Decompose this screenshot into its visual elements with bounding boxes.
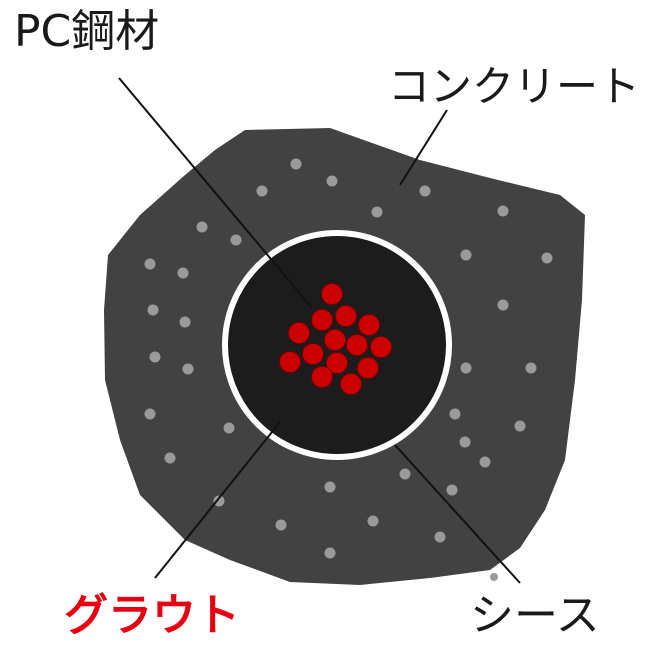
aggregate-dot	[144, 408, 156, 420]
aggregate-dot	[223, 422, 235, 434]
concrete-label: コンクリート	[388, 62, 641, 111]
aggregate-dot	[446, 484, 458, 496]
aggregate-dot	[324, 547, 336, 559]
aggregate-dot	[497, 205, 509, 217]
aggregate-dot	[525, 362, 537, 374]
aggregate-dot	[490, 573, 498, 581]
aggregate-dot	[399, 468, 411, 480]
aggregate-dot	[164, 452, 176, 464]
grout-label: グラウト	[64, 590, 240, 641]
aggregate-dot	[460, 249, 472, 261]
pc-steel-label: PC鋼材	[14, 6, 160, 57]
leader-lines	[118, 77, 521, 584]
strand	[279, 351, 301, 373]
strand	[288, 322, 310, 344]
aggregate-dot	[459, 436, 471, 448]
aggregate-dot	[449, 408, 461, 420]
strand	[346, 334, 368, 356]
strand	[358, 314, 380, 336]
strand	[302, 343, 324, 365]
aggregate-dot	[275, 519, 287, 531]
strand	[311, 366, 333, 388]
strand	[335, 305, 357, 327]
strand	[357, 357, 379, 379]
aggregate-dot	[179, 316, 191, 328]
strand	[340, 373, 362, 395]
leader-line-concrete	[399, 109, 448, 186]
aggregate-dot	[147, 304, 159, 316]
aggregate-dot	[182, 363, 194, 375]
leader-line-pc-steel	[118, 77, 313, 309]
strand	[321, 283, 343, 305]
aggregate-dot	[541, 252, 553, 264]
aggregate-dot	[514, 420, 526, 432]
aggregate-dot	[479, 456, 491, 468]
aggregate-dot	[434, 531, 446, 543]
aggregate-dot	[213, 495, 225, 507]
leader-line-sheath	[394, 444, 521, 584]
aggregate-dot	[324, 481, 336, 493]
aggregate-dot	[144, 258, 156, 270]
aggregate-dot	[256, 185, 268, 197]
aggregate-dot	[177, 267, 189, 279]
aggregate-dots	[144, 158, 553, 581]
leader-line-grout	[154, 421, 281, 579]
aggregate-dot	[290, 158, 302, 170]
strand	[324, 329, 346, 351]
aggregate-dot	[196, 221, 208, 233]
aggregate-dot	[149, 351, 161, 363]
pc-steel-strands	[279, 283, 392, 395]
aggregate-dot	[326, 175, 338, 187]
strand	[311, 309, 333, 331]
aggregate-dot	[497, 299, 509, 311]
sheath-label: シース	[470, 590, 600, 641]
aggregate-dot	[460, 362, 472, 374]
aggregate-dot	[371, 206, 383, 218]
strand	[370, 336, 392, 358]
aggregate-dot	[230, 234, 242, 246]
aggregate-dot	[419, 185, 431, 197]
strand	[326, 352, 348, 374]
aggregate-dot	[367, 515, 379, 527]
